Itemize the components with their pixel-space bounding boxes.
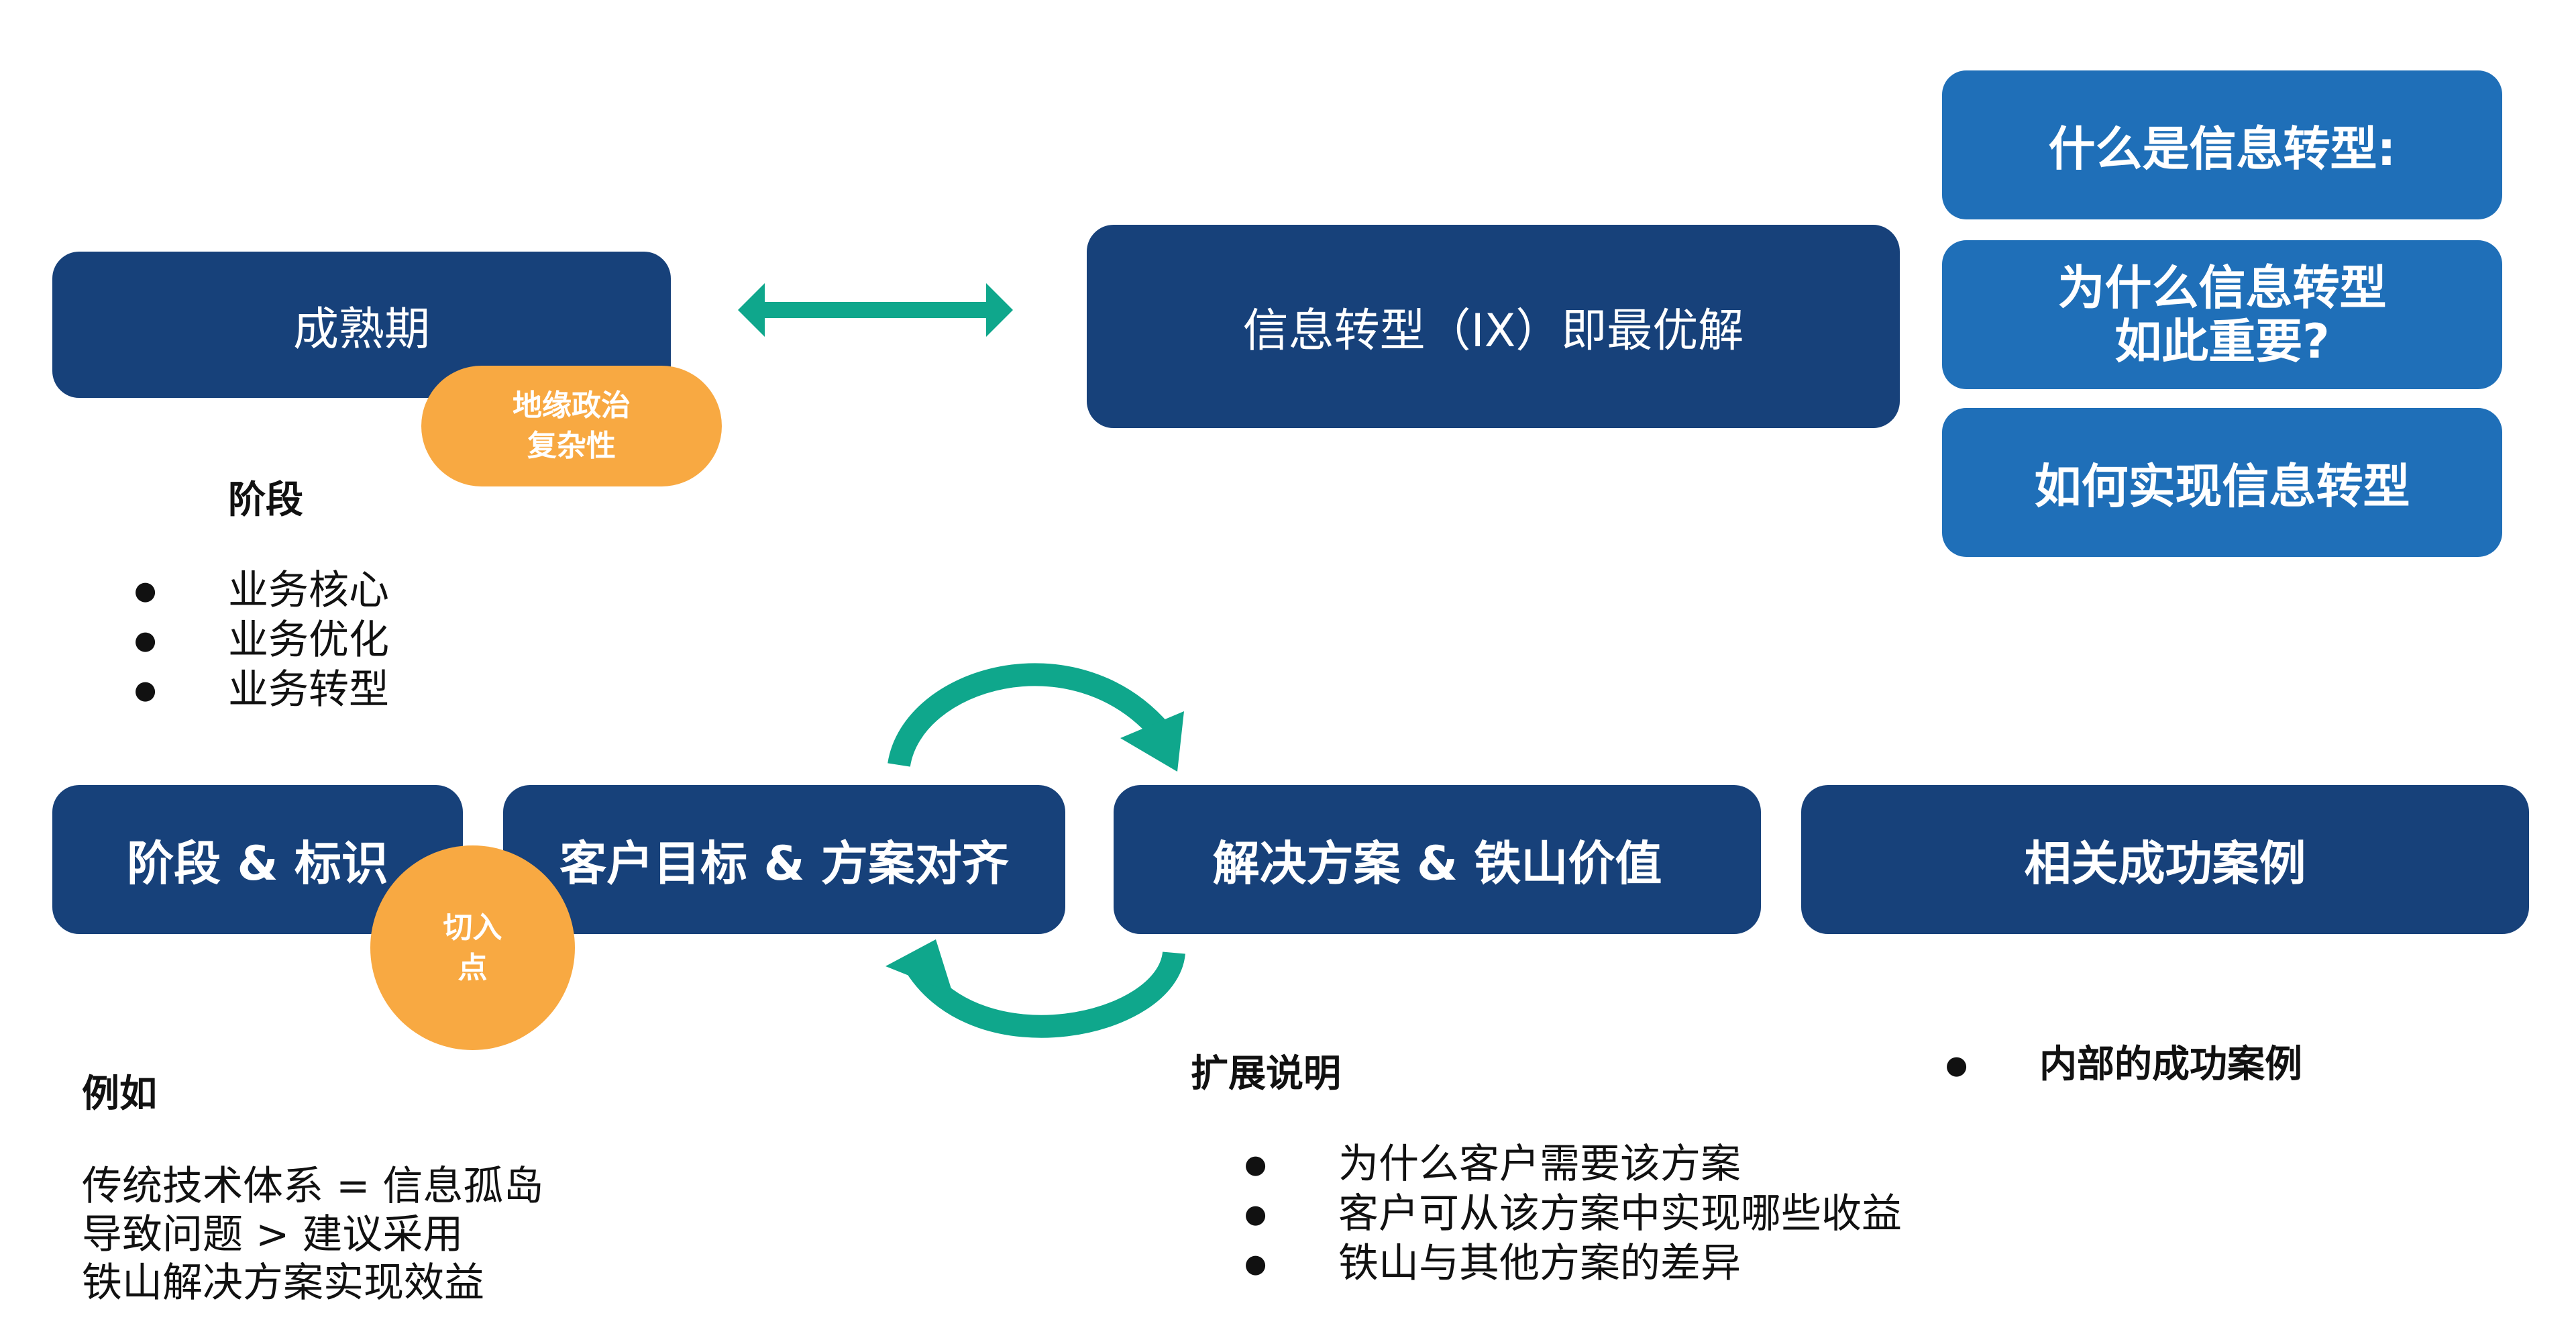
curved-arrow-right-icon	[888, 663, 1184, 772]
question-what-label: 什么是信息转型:	[2048, 121, 2396, 176]
question-how-box: 如何实现信息转型	[1942, 408, 2502, 557]
maturity-box: 成熟期	[52, 252, 671, 398]
flow-step-stage-label: 阶段 & 标识	[127, 835, 388, 891]
question-why-line2: 如此重要?	[2114, 314, 2330, 369]
extend-item: 为什么客户需要该方案	[1244, 1139, 1902, 1189]
extend-label: 扩展说明	[1191, 1052, 1341, 1096]
double-headed-arrow-icon	[738, 283, 1013, 337]
extend-item: 客户可从该方案中实现哪些收益	[1244, 1189, 1902, 1239]
stage-item: 业务转型	[134, 665, 389, 715]
entry-point-line1: 切入	[443, 910, 502, 945]
question-why-line1: 为什么信息转型	[2057, 260, 2387, 315]
ix-optimal-box: 信息转型（IX）即最优解	[1087, 225, 1900, 428]
cases-item: 内部的成功案例	[1945, 1040, 2302, 1090]
example-line: 传统技术体系 = 信息孤岛	[82, 1163, 544, 1210]
flow-step-alignment-label: 客户目标 & 方案对齐	[559, 835, 1009, 891]
example-label: 例如	[82, 1072, 157, 1116]
question-what-box: 什么是信息转型:	[1942, 70, 2502, 219]
geopolitical-badge-line1: 地缘政治	[513, 389, 631, 423]
flow-step-cases-label: 相关成功案例	[2024, 835, 2306, 891]
question-why-box: 为什么信息转型 如此重要?	[1942, 240, 2502, 389]
example-line: 铁山解决方案实现效益	[82, 1259, 484, 1306]
stage-item: 业务核心	[134, 566, 389, 615]
flow-step-cases: 相关成功案例	[1801, 785, 2529, 934]
flow-step-solution-label: 解决方案 & 铁山价值	[1212, 835, 1662, 891]
entry-point-line2: 点	[458, 950, 488, 985]
extend-list: 为什么客户需要该方案 客户可从该方案中实现哪些收益 铁山与其他方案的差异	[1244, 1139, 1902, 1288]
maturity-box-label: 成熟期	[292, 303, 430, 356]
example-line: 导致问题 > 建议采用	[82, 1211, 464, 1258]
curved-arrow-left-icon	[885, 939, 1185, 1038]
entry-point-badge: 切入 点	[370, 845, 575, 1050]
question-how-label: 如何实现信息转型	[2034, 458, 2410, 514]
ix-optimal-box-label: 信息转型（IX）即最优解	[1242, 305, 1744, 358]
example-text: 传统技术体系 = 信息孤岛 导致问题 > 建议采用 铁山解决方案实现效益	[82, 1162, 543, 1307]
geopolitical-badge-line2: 复杂性	[527, 429, 616, 463]
stage-item: 业务优化	[134, 615, 389, 665]
extend-item: 铁山与其他方案的差异	[1244, 1239, 1902, 1288]
stage-label: 阶段	[228, 478, 303, 522]
stage-list: 业务核心 业务优化 业务转型	[134, 566, 389, 715]
cases-item-label: 内部的成功案例	[2039, 1043, 2302, 1086]
cases-list: 内部的成功案例	[1945, 1040, 2302, 1090]
flow-step-solution: 解决方案 & 铁山价值	[1114, 785, 1761, 934]
flow-step-alignment: 客户目标 & 方案对齐	[503, 785, 1065, 934]
geopolitical-badge: 地缘政治 复杂性	[421, 366, 722, 486]
